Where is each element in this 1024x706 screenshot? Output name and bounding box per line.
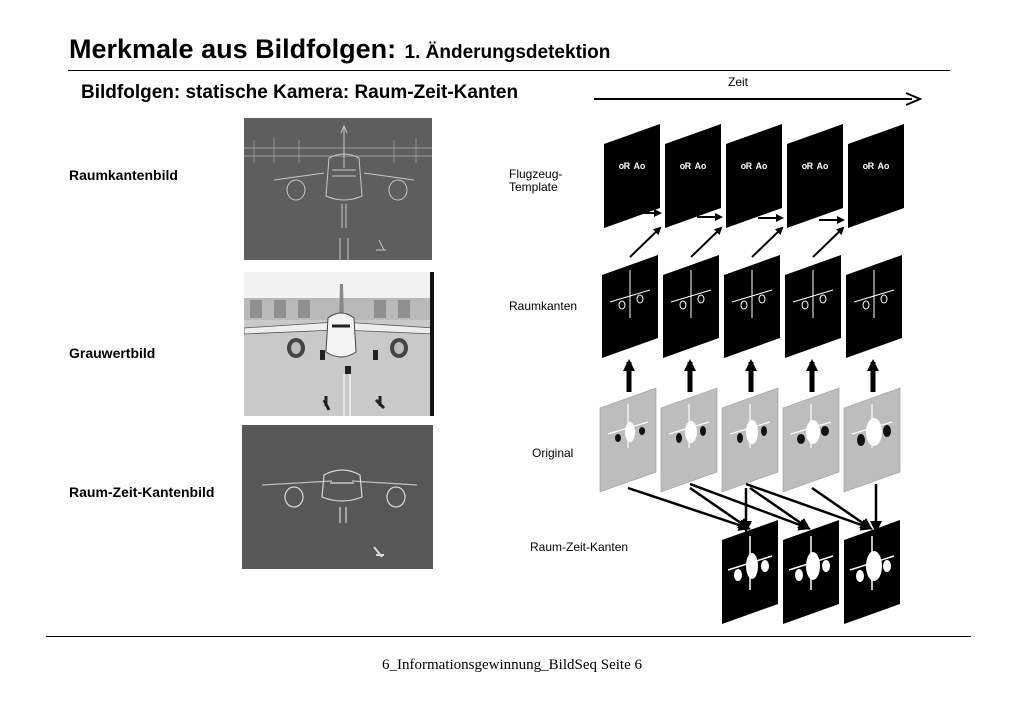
label-grayscale-image: Grauwertbild xyxy=(69,345,156,361)
slide-title-sub: 1. Änderungsdetektion xyxy=(404,42,611,63)
slide-title: Merkmale aus Bildfolgen: 1. Änderungsdet… xyxy=(69,34,610,65)
template-frame: ᵒᴿ ᴬᵒ xyxy=(665,124,721,228)
original-frame xyxy=(782,387,840,493)
temporal-diff-arrows xyxy=(627,482,882,533)
slide-title-main: Merkmale aus Bildfolgen: xyxy=(69,34,397,64)
footer-divider xyxy=(46,636,971,637)
slide-subtitle: Bildfolgen: statische Kamera: Raum-Zeit-… xyxy=(81,82,519,103)
spatiotemporal-edge-photo xyxy=(242,425,433,569)
template-frame: ᵒᴿ ᴬᵒ xyxy=(604,124,660,228)
spatial-edge-frame xyxy=(663,255,719,358)
upward-arrows xyxy=(623,359,879,392)
row-label-template-2: Template xyxy=(509,180,558,194)
spatial-edge-frame xyxy=(846,255,902,358)
title-divider xyxy=(68,70,950,71)
processing-diagram: Zeit Flugzeug- Template Raumkanten Origi… xyxy=(509,75,923,624)
template-frame: ᵒᴿ ᴬᵒ xyxy=(726,124,782,228)
spatial-edge-frame xyxy=(785,255,841,358)
original-frame xyxy=(599,387,657,493)
spatiotemporal-frame xyxy=(722,520,778,624)
original-frame xyxy=(843,387,901,493)
spatiotemporal-frame xyxy=(844,520,900,624)
row-label-spatiotemporal: Raum-Zeit-Kanten xyxy=(530,540,628,554)
label-spatiotemporal-edge-image: Raum-Zeit-Kantenbild xyxy=(69,484,215,500)
row-label-original: Original xyxy=(532,446,573,460)
original-row xyxy=(599,387,901,493)
label-spatial-edge-image: Raumkantenbild xyxy=(69,167,178,183)
spatial-edge-photo xyxy=(244,118,432,260)
svg-text:ᵒᴿ ᴬᵒ: ᵒᴿ ᴬᵒ xyxy=(619,160,646,175)
row-label-template-1: Flugzeug- xyxy=(509,167,562,181)
spatial-edge-frame xyxy=(724,255,780,358)
spatiotemporal-row xyxy=(722,520,900,624)
template-arrows xyxy=(629,209,845,258)
svg-text:ᵒᴿ ᴬᵒ: ᵒᴿ ᴬᵒ xyxy=(741,160,768,175)
grayscale-photo xyxy=(244,272,434,416)
spatiotemporal-frame xyxy=(783,520,839,624)
time-axis-label: Zeit xyxy=(728,75,749,89)
template-row: ᵒᴿ ᴬᵒ ᵒᴿ ᴬᵒ ᵒᴿ ᴬᵒ ᵒᴿ ᴬᵒ ᵒᴿ ᴬᵒ xyxy=(604,124,904,228)
svg-text:ᵒᴿ ᴬᵒ: ᵒᴿ ᴬᵒ xyxy=(863,160,890,175)
page-footer: 6_Informationsgewinnung_BildSeq Seite 6 xyxy=(382,657,642,673)
original-frame xyxy=(721,387,779,493)
spatial-edge-frame xyxy=(602,255,658,358)
original-frame xyxy=(660,387,718,493)
svg-text:ᵒᴿ ᴬᵒ: ᵒᴿ ᴬᵒ xyxy=(802,160,829,175)
spatial-edges-row xyxy=(602,255,902,358)
template-frame: ᵒᴿ ᴬᵒ xyxy=(848,124,904,228)
template-frame: ᵒᴿ ᴬᵒ xyxy=(787,124,843,228)
svg-text:ᵒᴿ ᴬᵒ: ᵒᴿ ᴬᵒ xyxy=(680,160,707,175)
row-label-spatial-edges: Raumkanten xyxy=(509,299,577,313)
